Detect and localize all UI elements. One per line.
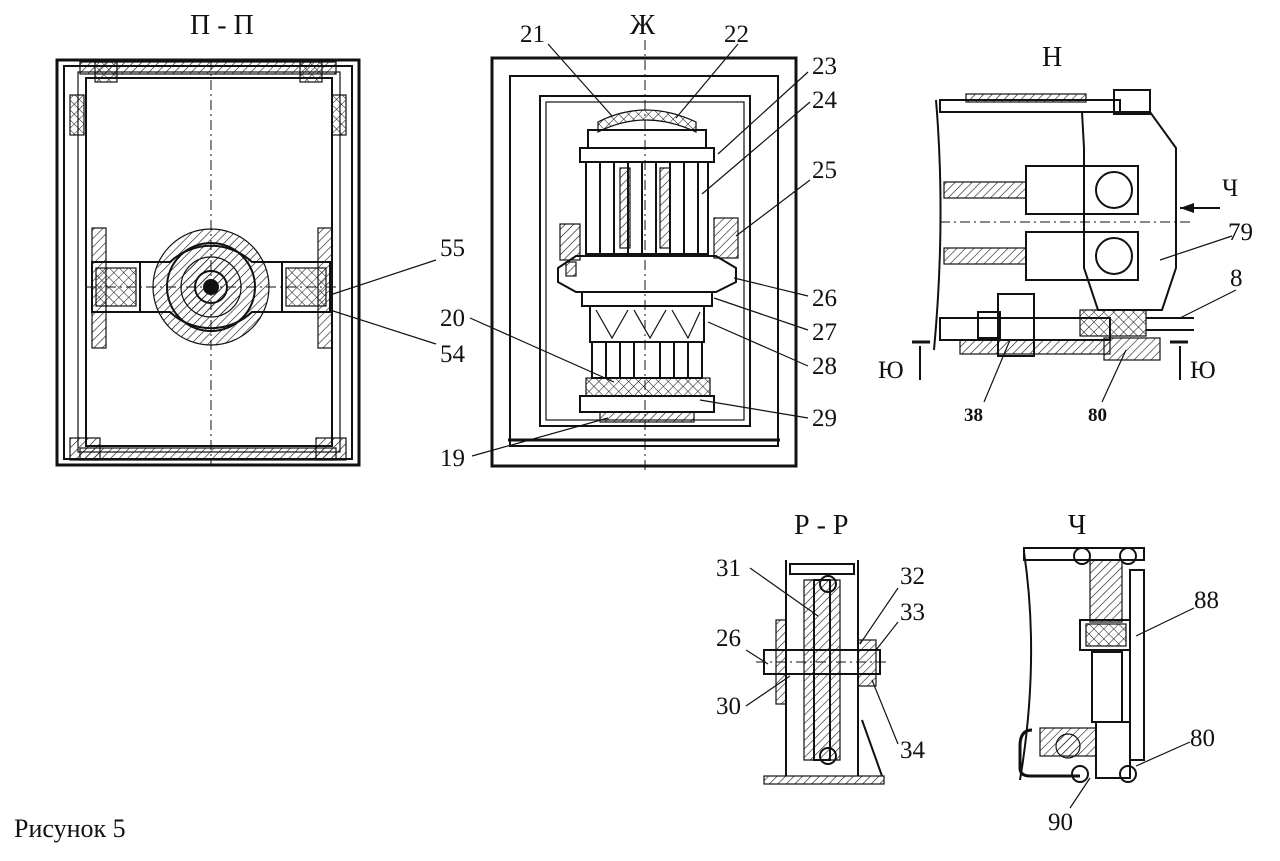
callout-label: 34	[900, 737, 925, 764]
callout-label: 30	[716, 693, 741, 720]
callout-label: 55	[440, 235, 465, 262]
callout-label: 25	[812, 157, 837, 184]
view-n-title: Н	[1042, 42, 1063, 73]
view-zh-drawing	[490, 40, 798, 470]
callout-label: Ю	[878, 357, 904, 384]
view-ch-title: Ч	[1068, 510, 1087, 541]
callout-label: 32	[900, 563, 925, 590]
view-ch-drawing	[1018, 547, 1145, 783]
view-rr-title: Р - Р	[794, 510, 849, 541]
leader-lines	[329, 43, 1237, 809]
callout-label: Ю	[1190, 357, 1216, 384]
callout-label: 33	[900, 599, 925, 626]
view-n-drawing	[912, 89, 1220, 380]
view-rr-drawing	[756, 560, 890, 785]
callout-label: 28	[812, 353, 837, 380]
callout-label: 90	[1048, 809, 1073, 836]
callout-label: 22	[724, 21, 749, 48]
callout-label: 80	[1190, 725, 1215, 752]
callout-label: 21	[520, 21, 545, 48]
view-zh-title: Ж	[630, 10, 656, 41]
view-pp-title: П - П	[190, 10, 254, 41]
callout-label: 26	[812, 285, 837, 312]
callout-label: 20	[440, 305, 465, 332]
callout-label: 19	[440, 445, 465, 472]
callout-label: 88	[1194, 587, 1219, 614]
callout-label: 80	[1088, 405, 1107, 426]
callout-label: Ч	[1222, 175, 1239, 202]
callout-label: 8	[1230, 265, 1243, 292]
callout-label: 24	[812, 87, 837, 114]
callout-label: 54	[440, 341, 465, 368]
callout-label: 31	[716, 555, 741, 582]
callout-label: 26	[716, 625, 741, 652]
callout-label: 27	[812, 319, 837, 346]
callout-label: 23	[812, 53, 837, 80]
figure-caption: Рисунок 5	[14, 814, 126, 843]
callout-label: 29	[812, 405, 837, 432]
callout-label: 38	[964, 405, 983, 426]
callout-label: 79	[1228, 219, 1253, 246]
view-pp-drawing	[55, 58, 361, 467]
